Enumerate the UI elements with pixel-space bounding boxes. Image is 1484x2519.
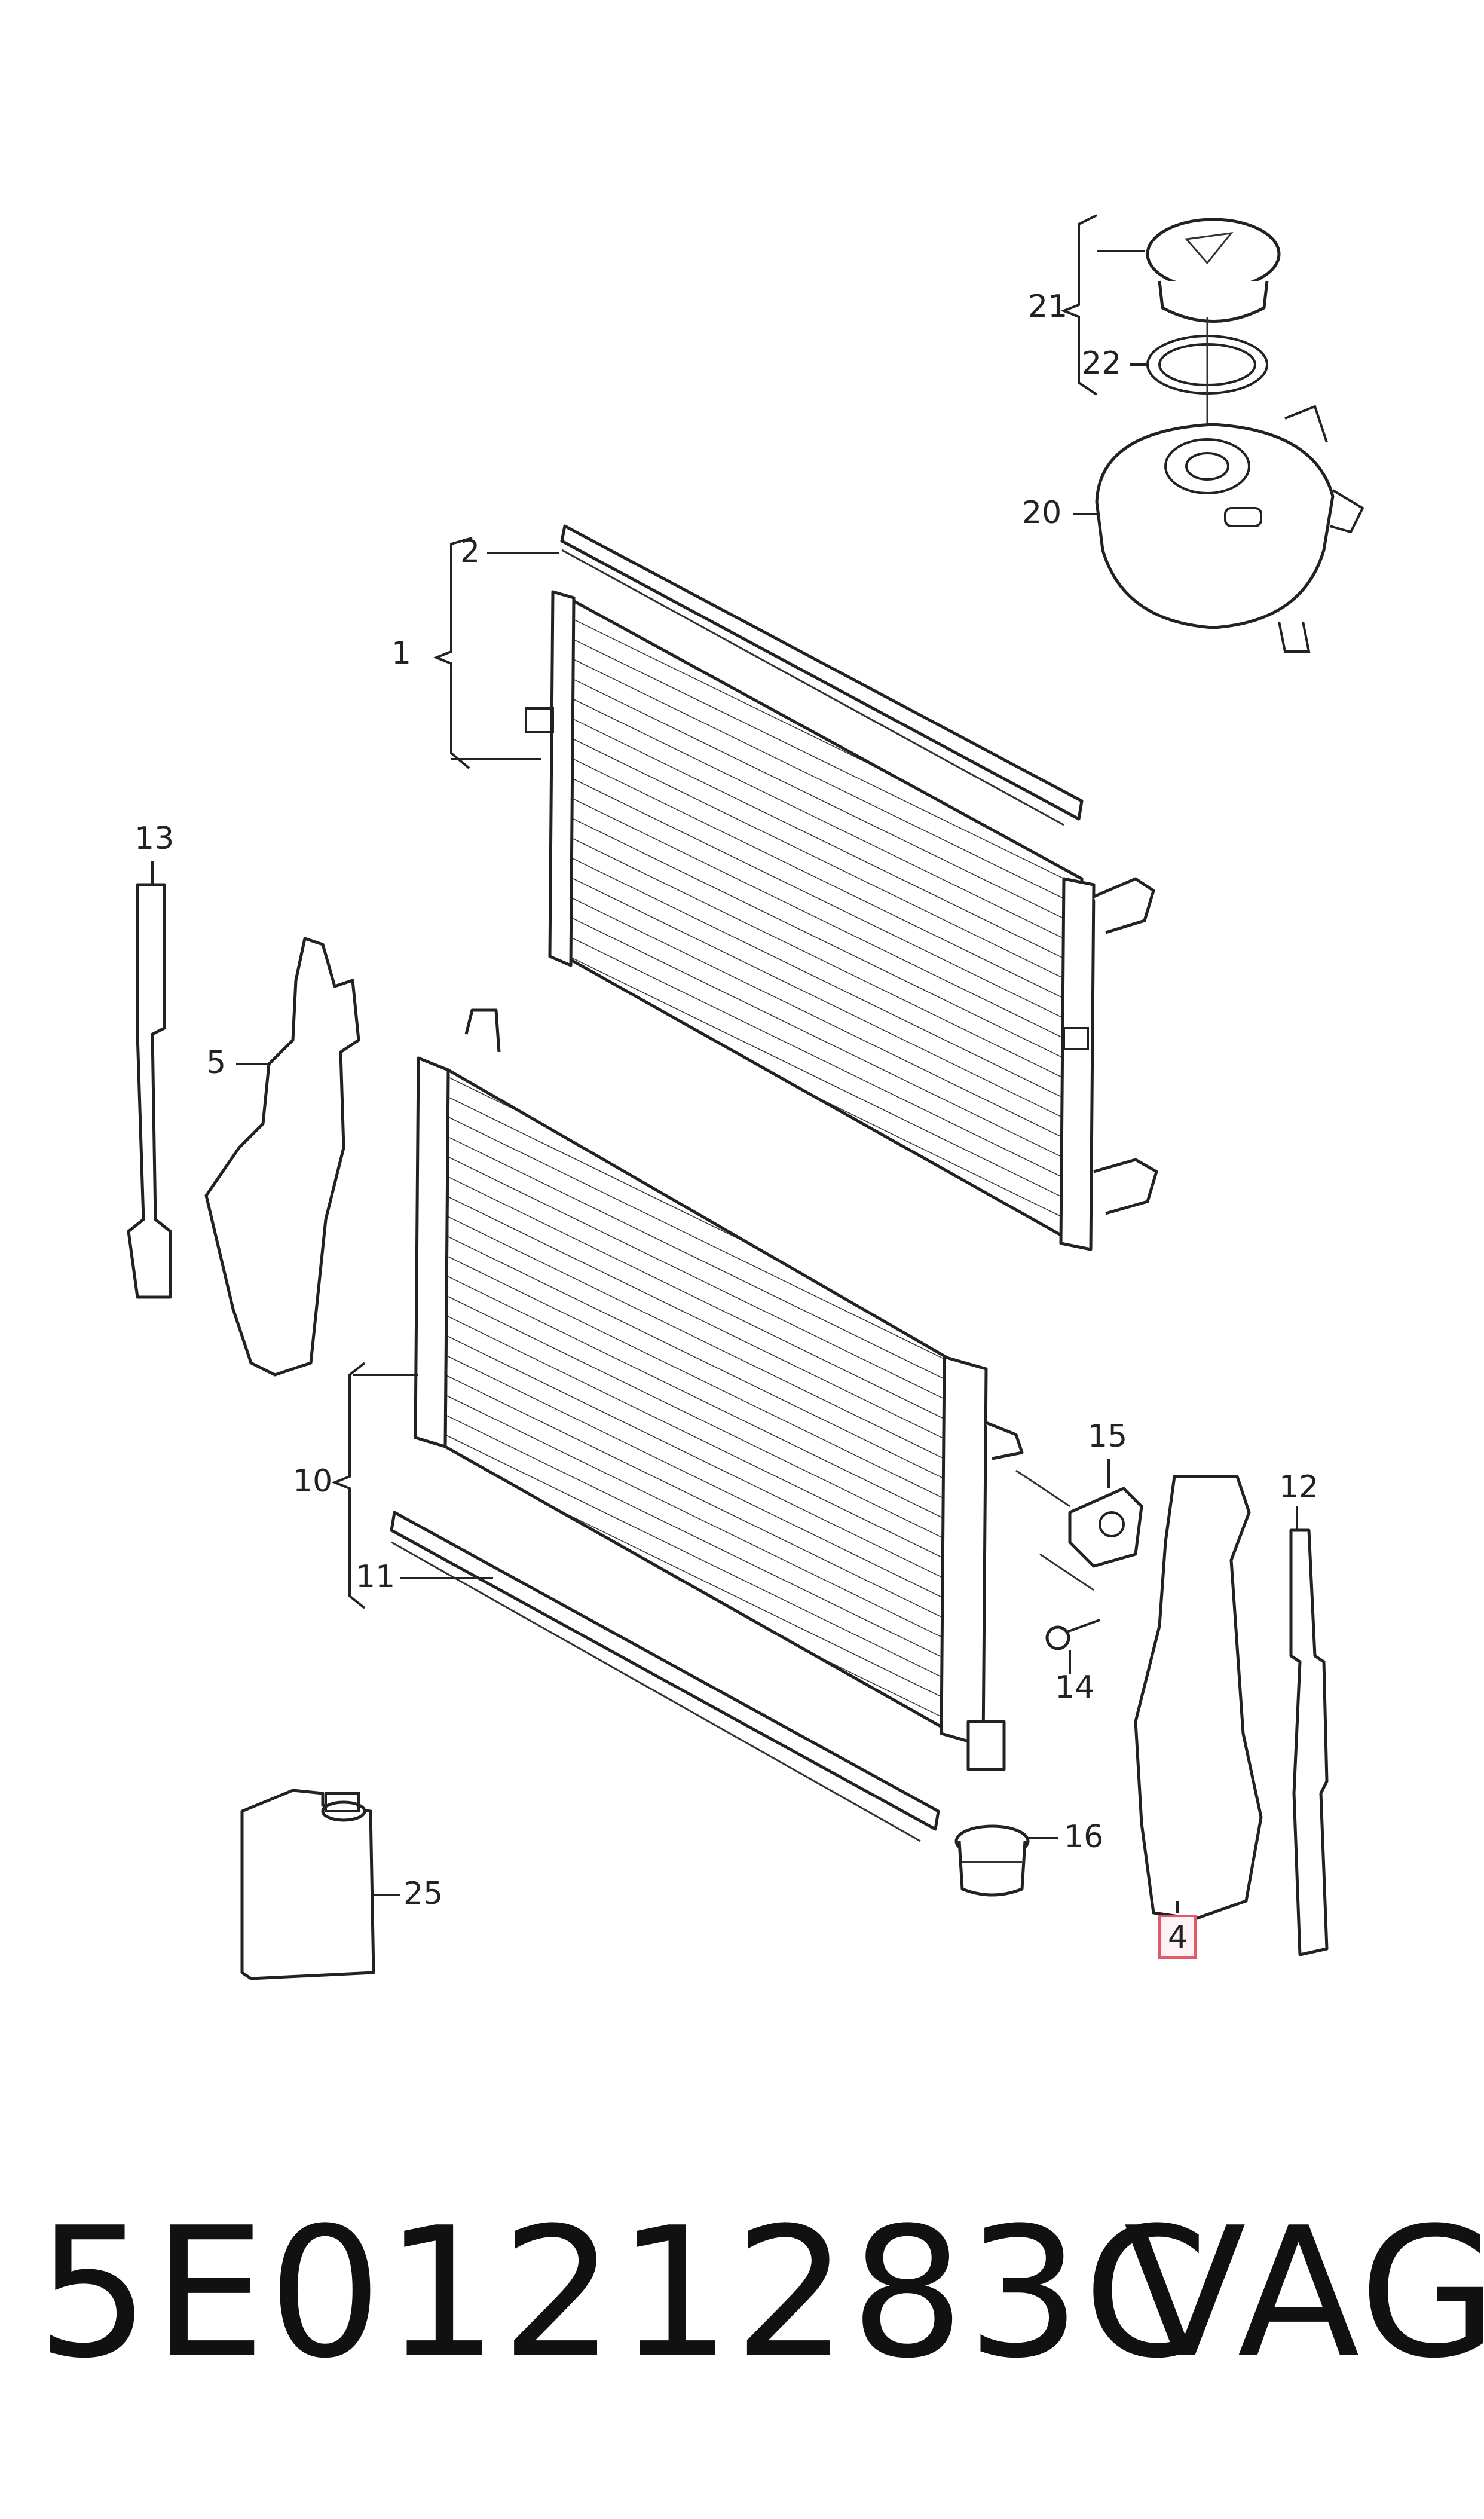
callout-14: 14 [1055, 1670, 1094, 1705]
bracket-15 [1015, 1469, 1143, 1591]
part-number: 5E0121283C [36, 2189, 1211, 2398]
callout-12: 12 [1279, 1469, 1318, 1505]
upper-radiator [525, 590, 1158, 1251]
callout-20: 20 [1022, 495, 1061, 531]
air-guide-5 [204, 937, 360, 1377]
callout-21: 21 [1028, 289, 1067, 325]
brand-name: VAG [1124, 2189, 1484, 2398]
air-guide-12 [1289, 1528, 1329, 1956]
lower-seal-strip [390, 1511, 940, 1842]
callout-22: 22 [1082, 346, 1121, 381]
callout-11: 11 [356, 1559, 395, 1595]
callout-4: 4 [1168, 1919, 1188, 1955]
callout-13: 13 [134, 821, 174, 857]
callout-16: 16 [1064, 1819, 1103, 1855]
callout-15: 15 [1088, 1419, 1127, 1454]
lower-radiator [414, 1008, 1024, 1771]
callout-25: 25 [403, 1876, 443, 1912]
expansion-tank [1095, 405, 1364, 653]
callout-2: 2 [460, 534, 480, 570]
air-guide-4 [1134, 1475, 1263, 1921]
highlight-box [1158, 1915, 1197, 1959]
air-guide-13 [127, 883, 172, 1299]
rubber-mount-16 [954, 1824, 1030, 1897]
coolant-container [240, 1789, 375, 1980]
expansion-tank-cap [1146, 218, 1281, 323]
callout-10: 10 [293, 1463, 332, 1499]
screw-14 [1045, 1619, 1100, 1650]
leader-lines [151, 214, 1298, 1913]
upper-seal-strip [560, 524, 1084, 826]
callout-5: 5 [206, 1045, 226, 1081]
callout-1: 1 [391, 635, 411, 671]
